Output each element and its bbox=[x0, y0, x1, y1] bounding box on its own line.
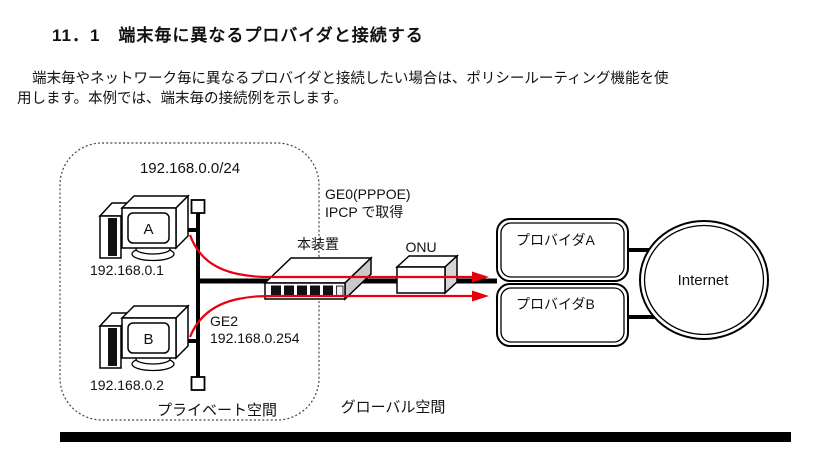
router-wan-ipcp-label: IPCP で取得 bbox=[325, 204, 403, 220]
provider-a-label: プロバイダA bbox=[516, 232, 595, 248]
router-lan-if-label: GE2 bbox=[210, 313, 238, 329]
section-title: 11．1 端末毎に異なるプロバイダと接続する bbox=[52, 26, 424, 45]
host-a-label: A bbox=[143, 221, 153, 238]
route-arrow-a bbox=[188, 234, 489, 283]
private-zone-label: プライベート空間 bbox=[157, 402, 277, 419]
router-icon bbox=[263, 256, 373, 301]
router-label: 本装置 bbox=[297, 236, 339, 252]
subnet-label: 192.168.0.0/24 bbox=[140, 160, 240, 177]
provider-b-box bbox=[496, 283, 629, 347]
provider-b-label: プロバイダB bbox=[516, 296, 595, 312]
footer-rule bbox=[60, 432, 791, 442]
computer-a-icon: A bbox=[98, 194, 190, 262]
host-b-label: B bbox=[143, 331, 153, 348]
global-zone-label: グローバル空間 bbox=[341, 399, 446, 416]
bus-terminator-top bbox=[190, 199, 206, 214]
onu-label: ONU bbox=[405, 239, 436, 255]
host-b-ip: 192.168.0.2 bbox=[90, 377, 164, 393]
host-a-ip: 192.168.0.1 bbox=[90, 262, 164, 278]
provider-a-box bbox=[496, 218, 629, 282]
onu-icon bbox=[395, 254, 459, 295]
router-wan-if-label: GE0(PPPOE) bbox=[325, 186, 411, 202]
body-line-2: 用します。本例では、端末毎の接続例を示します。 bbox=[17, 90, 348, 107]
computer-b-icon: B bbox=[98, 304, 190, 372]
body-line-1: 端末毎やネットワーク毎に異なるプロバイダと接続したい場合は、ポリシールーティング… bbox=[32, 71, 669, 87]
router-lan-ip-label: 192.168.0.254 bbox=[210, 330, 300, 346]
route-arrow-b bbox=[188, 290, 489, 338]
internet-icon bbox=[639, 220, 769, 340]
body-paragraph: 端末毎やネットワーク毎に異なるプロバイダと接続したい場合は、ポリシールーティング… bbox=[17, 70, 669, 109]
internet-label: Internet bbox=[678, 272, 730, 289]
bus-terminator-bottom bbox=[190, 376, 206, 391]
